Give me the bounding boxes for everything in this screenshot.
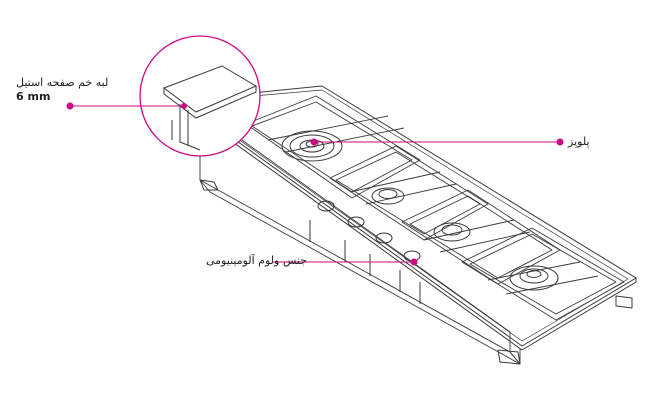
burner-wok <box>509 265 559 291</box>
foot-left <box>199 179 219 191</box>
burner-medium-1 <box>371 187 405 205</box>
burner-cap-marker <box>556 138 564 146</box>
leader-lines <box>66 102 564 266</box>
edge-marker <box>66 102 74 110</box>
edge-callout-label: لبه خم صفحه استیل 6 mm <box>16 76 108 104</box>
burner-medium-2 <box>433 222 471 242</box>
foot-right <box>615 295 633 309</box>
edge-zoom-circle <box>139 35 261 157</box>
control-knobs <box>317 200 421 262</box>
burner-large <box>281 130 343 162</box>
valve-material-label: جنس ولوم آلومینیومی <box>206 254 307 267</box>
edge-callout-text: لبه خم صفحه استیل <box>16 76 109 89</box>
edge-callout-sub: 6 mm <box>16 90 51 103</box>
burner-cap-label: پلوپز <box>568 135 590 148</box>
foot-front <box>497 349 521 365</box>
grates <box>245 95 625 321</box>
